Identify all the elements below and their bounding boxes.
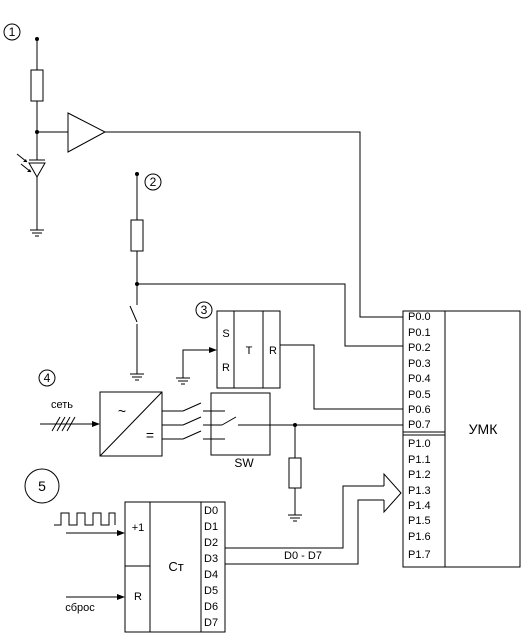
- counter-count-input-label: +1: [132, 522, 145, 534]
- contact: [182, 430, 202, 440]
- wire-gnd-to-trigger: [182, 349, 211, 378]
- pulse-train: [54, 512, 116, 526]
- mcu-pin-p1-3: P1.3: [408, 485, 431, 497]
- counter-output-d5: D5: [204, 585, 218, 597]
- bus-label: D0 - D7: [284, 550, 322, 562]
- marker-5-label: 5: [38, 478, 46, 494]
- mains-label: сеть: [51, 399, 73, 411]
- switch-block-label: SW: [234, 456, 254, 470]
- reset-input-label: сброс: [65, 602, 95, 614]
- marker-4-label: 4: [44, 371, 51, 385]
- circuit-2: 2: [129, 172, 403, 381]
- arrow-head: [209, 347, 217, 353]
- resistor-1: [30, 69, 44, 102]
- circuit-4: 4 сеть ~ = SW: [38, 369, 403, 522]
- contact: [182, 416, 202, 426]
- bus-arrow: [383, 472, 402, 514]
- counter-output-d7: D7: [204, 617, 218, 629]
- light-arrow-head: [23, 159, 27, 162]
- contact: [182, 402, 202, 412]
- mcu-pin-p1-5: P1.5: [408, 515, 431, 527]
- resistor-4: [288, 457, 302, 489]
- marker-1: [3, 23, 21, 41]
- mcu-pin-p1-1: P1.1: [408, 454, 431, 466]
- marker-3-label: 3: [201, 303, 208, 317]
- light-arrow-head: [27, 169, 31, 172]
- mcu-pin-p1-4: P1.4: [408, 500, 431, 512]
- resistor-2: [130, 219, 144, 252]
- marker-2-label: 2: [150, 175, 157, 189]
- mcu-pin-p0-3: P0.3: [408, 358, 431, 370]
- counter-output-d4: D4: [204, 569, 218, 581]
- mcu-pin-p1-6: P1.6: [408, 531, 431, 543]
- counter-output-d2: D2: [204, 537, 218, 549]
- wire-to-p0-6: [280, 344, 403, 410]
- counter-name: Ст: [168, 559, 183, 574]
- mcu-pin-p1-7: P1.7: [408, 549, 431, 561]
- mcu-pin-p0-6: P0.6: [408, 404, 431, 416]
- marker-2: [144, 173, 162, 191]
- counter-block: [124, 501, 226, 633]
- rectifier-ac-symbol: ~: [118, 403, 126, 419]
- photodiode: [28, 162, 46, 179]
- ground-symbol: [288, 514, 302, 522]
- mcu-name: УМК: [469, 421, 499, 437]
- rectifier-diagonal: [99, 391, 163, 457]
- data-bus-lower: [225, 499, 384, 565]
- mcu-pin-p0-2: P0.2: [408, 342, 431, 354]
- mcu-block: [402, 310, 521, 568]
- trigger-s-label: S: [222, 328, 229, 340]
- ground-symbol: [130, 373, 144, 381]
- trigger-r-out-label: R: [269, 345, 277, 357]
- mcu-pin-p1-2: P1.2: [408, 469, 431, 481]
- arrow-head: [117, 594, 125, 600]
- trigger-t-label: T: [246, 345, 253, 357]
- mcu-pin-p0-5: P0.5: [408, 389, 431, 401]
- circuit-3: 3 S R T R: [176, 301, 403, 410]
- mcu-pin-p0-1: P0.1: [408, 327, 431, 339]
- counter-output-d1: D1: [204, 521, 218, 533]
- marker-4: [38, 369, 56, 387]
- ground-symbol: [176, 377, 190, 385]
- switch-contact: [221, 416, 237, 426]
- marker-1-label: 1: [9, 25, 16, 39]
- mcu-pin-p1-0: P1.0: [408, 438, 431, 450]
- mains-tick: [56, 416, 66, 432]
- counter-output-d0: D0: [204, 505, 218, 517]
- data-bus-upper: [225, 485, 384, 549]
- counter-output-d6: D6: [204, 601, 218, 613]
- circuit-5: 5 сброс +1 R Ст D0 D1 D2 D3 D4 D5 D6 D7 …: [24, 468, 402, 633]
- mains-tick: [51, 416, 61, 432]
- circuit-1: 1: [3, 23, 403, 318]
- trigger-r-in-label: R: [222, 362, 230, 374]
- push-switch: [129, 305, 138, 323]
- switch-block: [210, 392, 271, 456]
- mcu: УМК P0.0 P0.1 P0.2 P0.3 P0.4 P0.5 P0.6 P…: [402, 310, 521, 568]
- mains-tick: [66, 416, 76, 432]
- marker-5: [24, 468, 60, 504]
- trigger-block: [216, 310, 281, 389]
- ground-symbol: [30, 229, 44, 237]
- buffer-amplifier: [67, 112, 107, 153]
- mains-tick: [61, 416, 71, 432]
- marker-3: [195, 301, 213, 319]
- mcu-pin-p0-7: P0.7: [408, 419, 431, 431]
- arrow-head: [117, 530, 125, 536]
- rectifier-dc-symbol: =: [146, 427, 154, 443]
- counter-output-d3: D3: [204, 553, 218, 565]
- counter-reset-input-label: R: [134, 591, 142, 603]
- mcu-pin-p0-4: P0.4: [408, 373, 431, 385]
- wire-to-p0-0: [105, 131, 403, 318]
- wire-to-p0-2: [137, 283, 403, 347]
- arrow-head: [92, 421, 100, 427]
- mcu-pin-p0-0: P0.0: [408, 311, 431, 323]
